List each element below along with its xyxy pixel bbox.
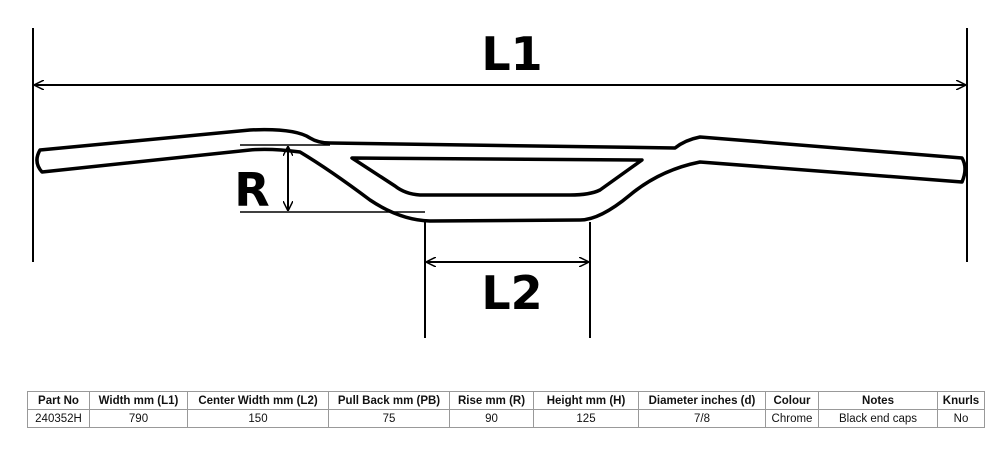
header-cell: Notes [818,391,938,410]
handlebar-inner-cutout [350,156,644,197]
cell-width: 790 [89,409,188,428]
header-cell: Diameter inches (d) [638,391,766,410]
cell-diameter: 7/8 [638,409,766,428]
r-label: R [234,163,269,217]
cell-knurls: No [937,409,985,428]
header-cell: Pull Back mm (PB) [328,391,450,410]
cell-rise: 90 [449,409,534,428]
header-cell: Part No [27,391,90,410]
header-cell: Rise mm (R) [449,391,534,410]
header-cell: Knurls [937,391,985,410]
l2-label: L2 [481,266,542,320]
cell-notes: Black end caps [818,409,938,428]
cell-part-no: 240352H [27,409,90,428]
cell-center-width: 150 [187,409,329,428]
spec-table: Part No Width mm (L1) Center Width mm (L… [27,391,985,428]
handlebar-drawing: L1 R L2 [32,27,968,338]
cell-pull-back: 75 [328,409,450,428]
table-row: 240352H 790 150 75 90 125 7/8 Chrome Bla… [27,409,985,428]
cell-height: 125 [533,409,639,428]
header-cell: Width mm (L1) [89,391,188,410]
header-cell: Center Width mm (L2) [187,391,329,410]
cell-colour: Chrome [765,409,819,428]
header-cell: Height mm (H) [533,391,639,410]
spec-table-header-row: Part No Width mm (L1) Center Width mm (L… [27,391,985,410]
l1-label: L1 [481,27,542,81]
header-cell: Colour [765,391,819,410]
